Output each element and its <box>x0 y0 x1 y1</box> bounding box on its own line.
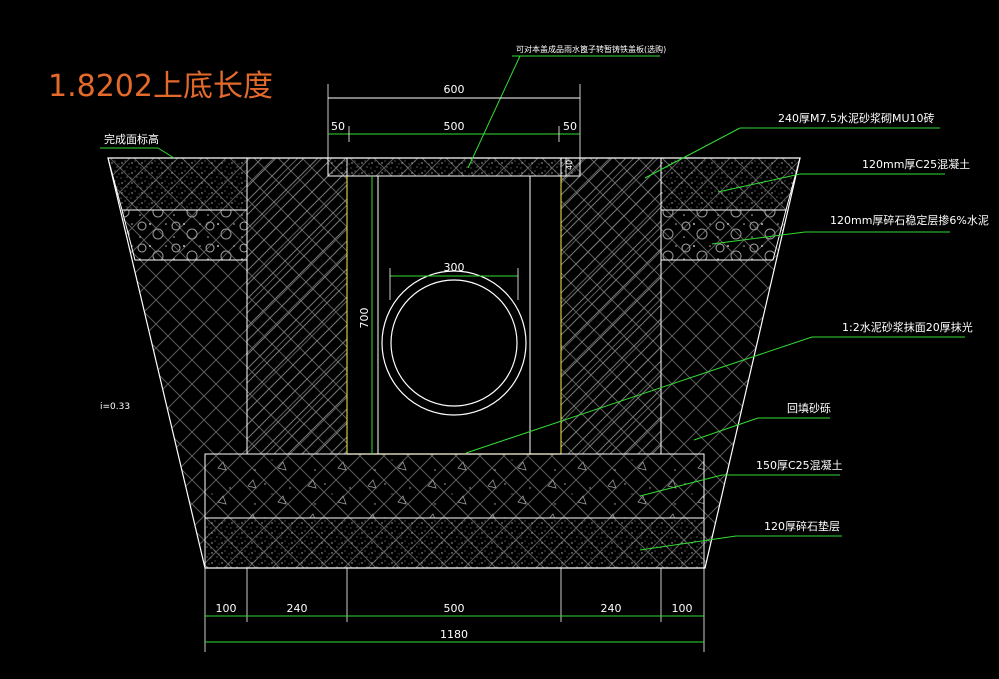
right-brick-wall <box>560 157 662 455</box>
dim-pipe-dia: 300 <box>444 261 465 274</box>
label-plaster: 1:2水泥砂浆抹面20厚抹光 <box>842 320 973 334</box>
dim-bottom-1: 100 <box>216 602 237 615</box>
right-concrete-layer <box>660 157 801 211</box>
dim-bottom-3: 500 <box>444 602 465 615</box>
left-concrete-layer <box>107 157 248 211</box>
brick-leader <box>644 127 741 179</box>
label-concrete-top: 120mm厚C25混凝土 <box>862 157 970 171</box>
left-brick-wall <box>246 157 348 455</box>
dim-bottom-4: 240 <box>601 602 622 615</box>
gravel-base <box>204 517 705 569</box>
inner-channel <box>347 176 561 454</box>
label-top-note: 可对本盖成品雨水篦子转暂铸铁盖板(选购) <box>516 44 666 54</box>
drawing-title: 1.8202上底长度 <box>48 69 273 104</box>
left-gravel-layer <box>121 209 248 261</box>
dim-cover-width: 600 <box>444 83 465 96</box>
dim-cover-left: 50 <box>331 120 345 133</box>
gravel-base-leader <box>639 535 737 551</box>
label-ground: 完成面标高 <box>104 132 159 146</box>
dim-cover-mid: 500 <box>444 120 465 133</box>
label-backfill: 回填砂砾 <box>787 401 831 415</box>
label-slope: i=0.33 <box>100 402 130 412</box>
label-gravel-cement: 120mm厚碎石稳定层掺6%水泥 <box>830 213 989 227</box>
dim-inner-height: 700 <box>358 308 371 329</box>
dim-cover-right: 50 <box>563 120 577 133</box>
dim-bottom-2: 240 <box>287 602 308 615</box>
backfill-leader <box>693 417 759 441</box>
cover-plate <box>327 157 581 177</box>
ground-marker-tick <box>157 147 175 159</box>
concrete-base <box>204 453 705 519</box>
pipe-outer <box>381 270 527 416</box>
label-gravel-base: 120厚碎石垫层 <box>764 519 840 533</box>
concrete-top-leader <box>717 173 801 193</box>
concrete-base-leader <box>639 474 723 497</box>
label-brick: 240厚M7.5水泥砂浆砌MU10砖 <box>778 111 935 125</box>
pipe-inner <box>390 279 518 407</box>
top-note-leader <box>467 55 521 169</box>
right-gravel-layer <box>660 209 787 261</box>
bottom-dimension-chain <box>204 568 705 652</box>
dim-bottom-5: 100 <box>672 602 693 615</box>
label-concrete-base: 150厚C25混凝土 <box>756 458 843 472</box>
plaster-leader <box>465 336 813 454</box>
gravel-cement-leader <box>711 231 806 245</box>
dim-total: 1180 <box>440 628 468 641</box>
dim-cover-thick: 40 <box>565 160 574 170</box>
